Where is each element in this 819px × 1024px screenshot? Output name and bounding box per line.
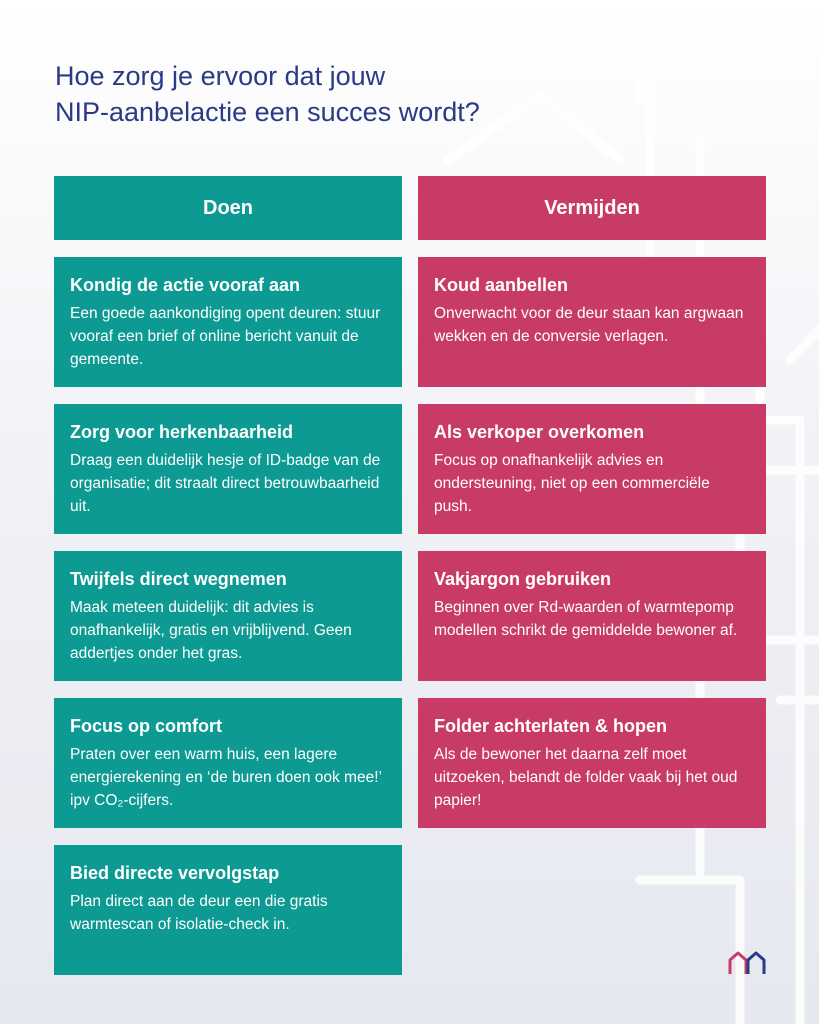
column-header-doen: Doen [54,176,402,240]
houses-logo-icon [728,951,766,974]
avoid-card-2: Als verkoper overkomen Focus op onafhank… [418,404,766,534]
column-header-vermijden: Vermijden [418,176,766,240]
do-card-title: Zorg voor herkenbaarheid [70,422,294,442]
avoid-card-title: Koud aanbellen [434,275,569,295]
do-card-title: Bied directe vervolgstap [70,863,280,883]
do-card-title: Kondig de actie vooraf aan [70,275,301,295]
do-card-1: Kondig de actie vooraf aan Een goede aan… [54,257,402,387]
do-card-4: Focus op comfort Praten over een warm hu… [54,698,402,828]
do-card-3: Twijfels direct wegnemen Maak meteen dui… [54,551,402,681]
avoid-card-title: Als verkoper overkomen [434,422,645,442]
do-card-body: Maak meteen duidelijk: dit advies is ona… [70,599,352,662]
avoid-card-4: Folder achterlaten & hopen Als de bewone… [418,698,766,828]
page-title-line-1: Hoe zorg je ervoor dat jouw [55,61,386,91]
do-card-title: Twijfels direct wegnemen [70,569,287,589]
avoid-card-3: Vakjargon gebruiken Beginnen over Rd-waa… [418,551,766,681]
do-card-body: Een goede aankondiging opent deuren: stu… [70,305,381,368]
do-card-2: Zorg voor herkenbaarheid Draag een duide… [54,404,402,534]
avoid-card-title: Folder achterlaten & hopen [434,716,668,736]
avoid-card-1: Koud aanbellen Onverwacht voor de deur s… [418,257,766,387]
do-card-body: Draag een duidelijk hesje of ID-badge va… [70,452,381,515]
avoid-card-body: Als de bewoner het daarna zelf moet uitz… [434,746,738,809]
do-card-body: Plan direct aan de deur een die gratis w… [70,893,328,933]
avoid-card-body: Focus op onafhankelijk advies en onderst… [434,452,710,515]
do-card-body: Praten over een warm huis, een lagere en… [70,746,382,809]
avoid-card-body: Onverwacht voor de deur staan kan argwaa… [434,305,744,345]
avoid-card-body: Beginnen over Rd-waarden of warmtepomp m… [434,599,738,639]
page-title-line-2: NIP-aanbelactie een succes wordt? [55,97,480,127]
page-title: Hoe zorg je ervoor dat jouw NIP-aanbelac… [55,58,480,130]
do-card-title: Focus op comfort [70,716,222,736]
avoid-card-title: Vakjargon gebruiken [434,569,612,589]
do-card-5: Bied directe vervolgstap Plan direct aan… [54,845,402,975]
